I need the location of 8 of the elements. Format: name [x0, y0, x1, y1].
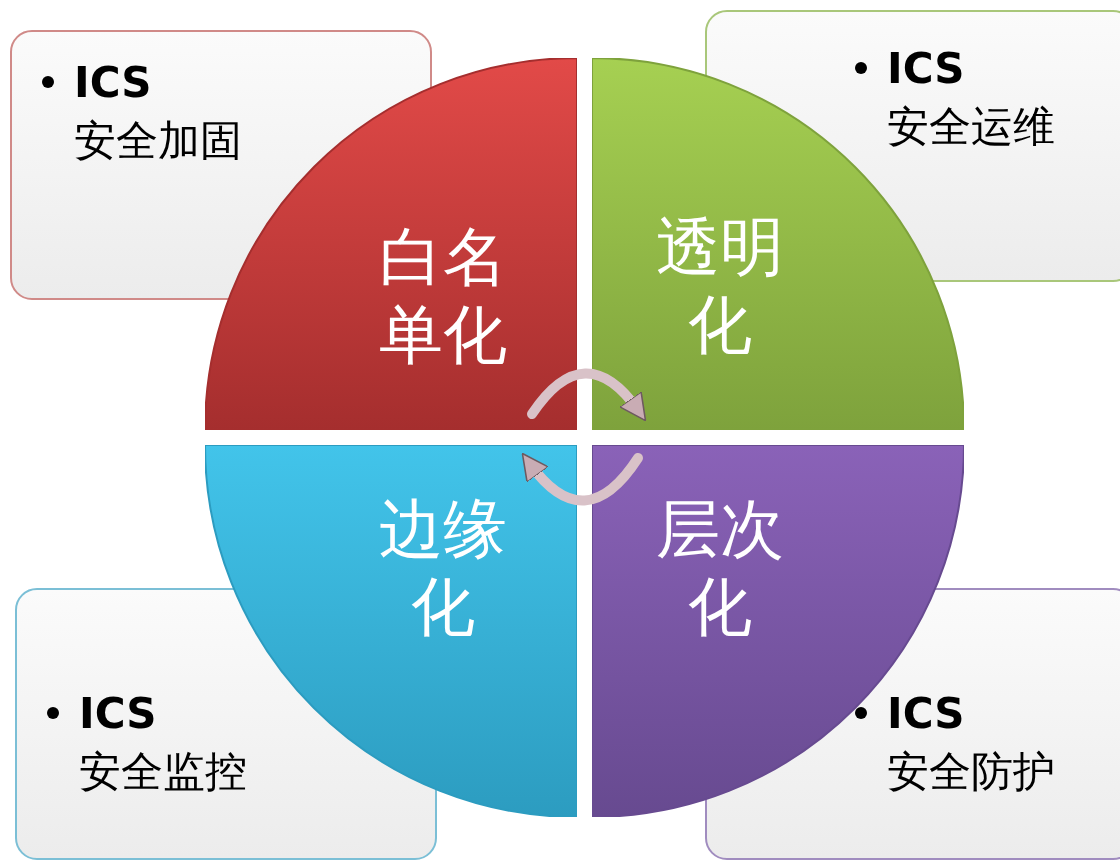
- card-text: ICS 安全加固: [74, 57, 243, 167]
- quadrant-label: 边缘化: [377, 491, 508, 646]
- quadrant-label: 白名单化: [377, 219, 508, 374]
- quadrant-label: 透明化: [654, 209, 785, 364]
- quadrant-label: 层次化: [654, 491, 785, 646]
- card-text: ICS 安全防护: [887, 688, 1056, 798]
- card-text: ICS 安全运维: [887, 43, 1056, 153]
- card-text: ICS 安全监控: [79, 688, 248, 798]
